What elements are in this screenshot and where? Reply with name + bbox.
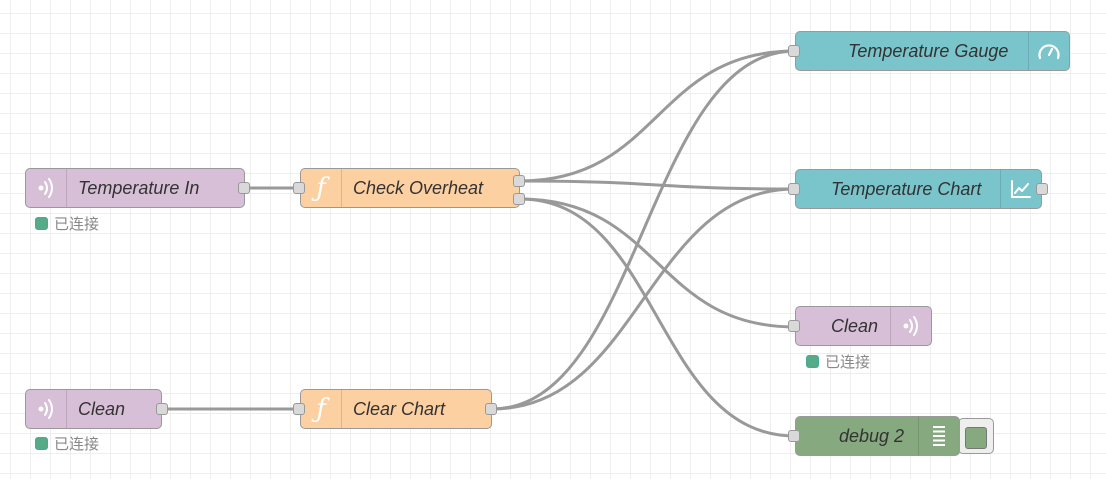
node-label: Check Overheat [353, 177, 484, 198]
output-port[interactable] [485, 403, 497, 415]
antenna-icon [890, 307, 931, 345]
list-icon [918, 417, 959, 455]
output-port-1[interactable] [513, 175, 525, 187]
gauge-icon [1028, 32, 1069, 70]
node-label: Clean [831, 315, 879, 336]
input-port[interactable] [293, 403, 305, 415]
node-temperature-gauge[interactable]: Temperature Gauge [795, 31, 1070, 71]
node-clear-chart[interactable]: ƒ Clear Chart [300, 389, 492, 429]
debug-toggle-button[interactable] [958, 418, 994, 454]
output-port-2[interactable] [513, 193, 525, 205]
function-icon: ƒ [301, 390, 342, 428]
antenna-icon [26, 390, 67, 428]
node-label: Clean [78, 398, 126, 419]
function-icon: ƒ [301, 169, 342, 207]
node-label: debug 2 [839, 425, 905, 446]
output-port[interactable] [238, 182, 250, 194]
wire [519, 197, 796, 438]
status-dot-icon [35, 437, 48, 450]
output-port[interactable] [156, 403, 168, 415]
wire [519, 49, 796, 183]
input-port[interactable] [788, 45, 800, 57]
node-clean-out[interactable]: Clean [795, 306, 932, 346]
input-port[interactable] [788, 320, 800, 332]
node-label: Temperature Gauge [848, 40, 1009, 61]
node-temperature-chart[interactable]: Temperature Chart [795, 169, 1042, 209]
node-temperature-in[interactable]: Temperature In [25, 168, 245, 208]
status-dot-icon [806, 355, 819, 368]
node-clean-in[interactable]: Clean [25, 389, 162, 429]
status-dot-icon [35, 217, 48, 230]
wire [519, 197, 796, 329]
status-connected: 已连接 [35, 433, 99, 454]
node-label: Clear Chart [353, 398, 446, 419]
node-check-overheat[interactable]: ƒ Check Overheat [300, 168, 520, 208]
chart-icon [1000, 170, 1041, 208]
input-port[interactable] [293, 182, 305, 194]
wire [519, 179, 796, 191]
output-port[interactable] [1036, 183, 1048, 195]
debug-toggle-indicator [965, 427, 987, 449]
status-connected: 已连接 [806, 351, 870, 372]
wire [491, 187, 796, 411]
input-port[interactable] [788, 183, 800, 195]
node-label: Temperature In [78, 177, 200, 198]
antenna-icon [26, 169, 67, 207]
status-connected: 已连接 [35, 213, 99, 234]
node-label: Temperature Chart [831, 178, 982, 199]
wire [491, 49, 796, 411]
input-port[interactable] [788, 430, 800, 442]
node-debug[interactable]: debug 2 [795, 416, 960, 456]
